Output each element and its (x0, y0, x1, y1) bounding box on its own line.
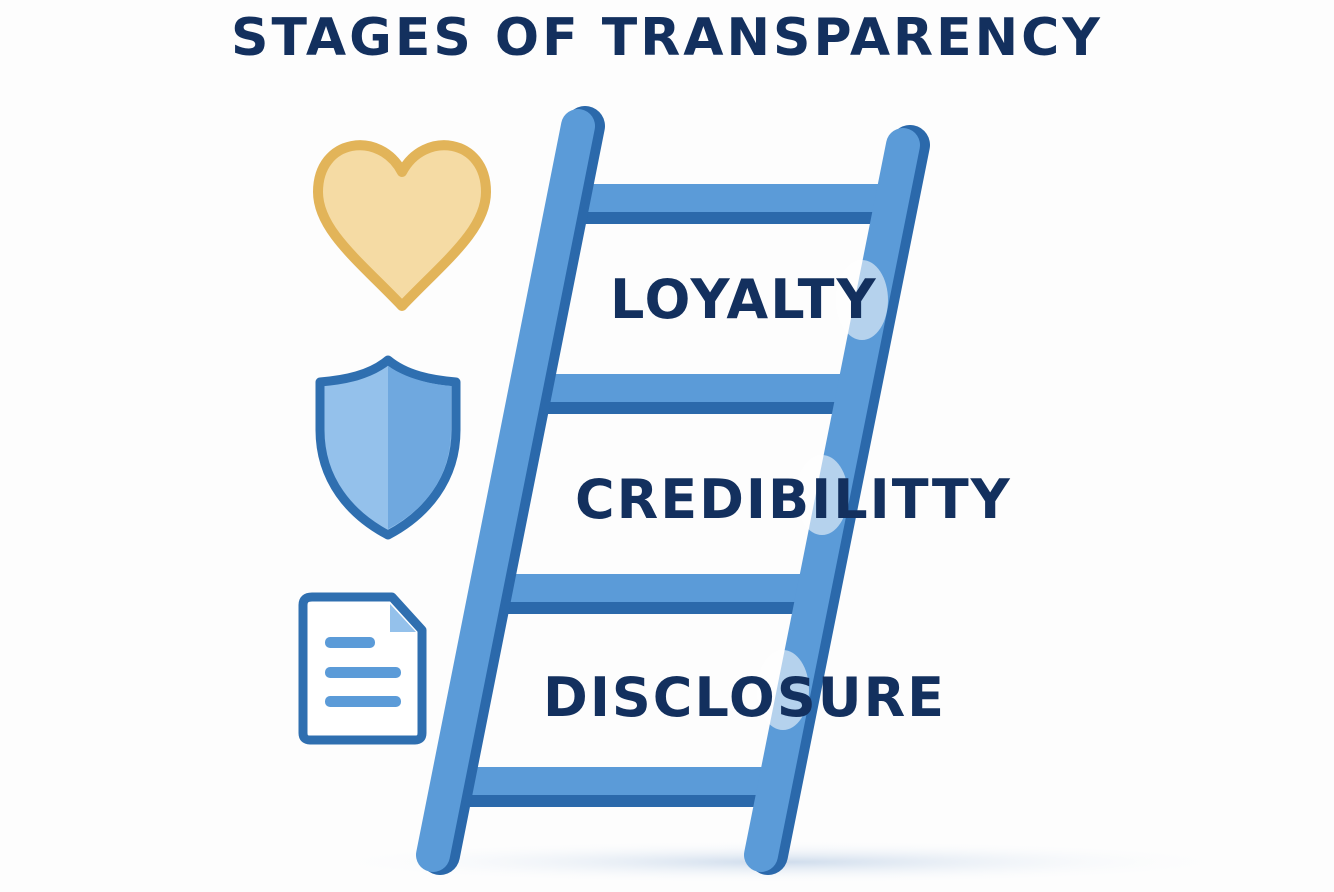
rung-3 (495, 574, 806, 614)
shield-icon (315, 355, 461, 540)
ladder-right-rail (744, 125, 930, 875)
heart-icon (313, 140, 491, 311)
stage-label-credibility: CREDIBILITTY (575, 468, 1012, 531)
ladder-left-rail (416, 106, 605, 875)
rung-4 (453, 767, 764, 807)
diagram-title: STAGES OF TRANSPARENCY (231, 8, 1103, 68)
rung-1 (580, 184, 885, 224)
stage-label-loyalty: LOYALTY (610, 268, 878, 331)
ladder-rungs (453, 184, 885, 807)
document-icon (298, 592, 427, 745)
stage-label-disclosure: DISCLOSURE (543, 666, 947, 729)
rung-2 (540, 374, 845, 414)
